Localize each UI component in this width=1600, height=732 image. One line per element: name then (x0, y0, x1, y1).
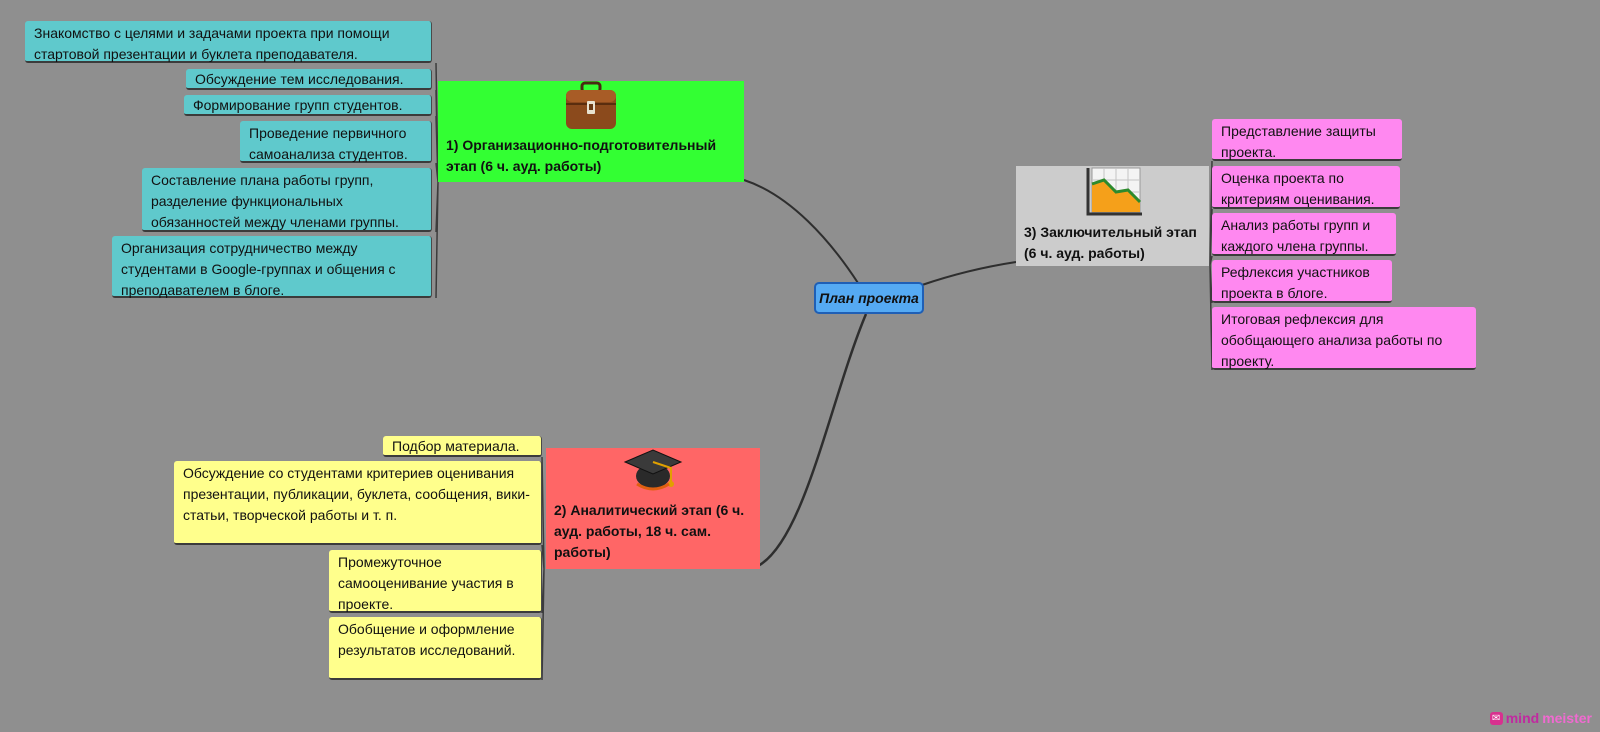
stage1-node[interactable]: 1) Организационно-подготовительный этап … (438, 81, 744, 182)
stage2-child-4[interactable]: Обобщение и оформление результатов иссле… (329, 617, 542, 680)
stage3-child-2[interactable]: Оценка проекта по критериям оценивания. (1212, 166, 1400, 209)
stage1-child-2[interactable]: Обсуждение тем исследования. (186, 69, 432, 90)
stage1-child-6[interactable]: Организация сотрудничество между студент… (112, 236, 432, 298)
area-chart-icon (1086, 167, 1142, 216)
link-center-stage1 (743, 179, 859, 284)
stage3-child-5[interactable]: Итоговая рефлексия для обобщающего анали… (1212, 307, 1476, 370)
stage1-child-3[interactable]: Формирование групп студентов. (184, 95, 432, 116)
stage3-child-4[interactable]: Рефлексия участников проекта в блоге. (1212, 260, 1392, 303)
logo-text-mind: mind (1505, 710, 1540, 726)
link-center-stage2 (757, 313, 868, 568)
stage2-title: 2) Аналитический этап (6 ч. ауд. работы,… (554, 502, 745, 560)
stage3-node[interactable]: 3) Заключительный этап (6 ч. ауд. работы… (1016, 166, 1209, 266)
link-stage2-children (541, 456, 545, 681)
stage1-child-4[interactable]: Проведение первичного самоанализа студен… (240, 121, 432, 163)
stage2-child-1[interactable]: Подбор материала. (383, 436, 542, 457)
link-stage1-children (435, 62, 439, 299)
graduation-cap-icon (623, 449, 683, 491)
stage3-child-1[interactable]: Представление защиты проекта. (1212, 119, 1402, 161)
stage2-node[interactable]: 2) Аналитический этап (6 ч. ауд. работы,… (546, 448, 760, 569)
link-center-stage3 (921, 261, 1017, 286)
stage1-title: 1) Организационно-подготовительный этап … (446, 137, 717, 174)
briefcase-icon (566, 81, 616, 129)
logo-mark-icon: ✉ (1489, 711, 1503, 725)
logo-text-meister: meister (1542, 710, 1592, 726)
central-topic[interactable]: План проекта (814, 282, 924, 314)
stage3-title: 3) Заключительный этап (6 ч. ауд. работы… (1024, 224, 1197, 261)
stage3-child-3[interactable]: Анализ работы групп и каждого члена груп… (1212, 213, 1396, 256)
stage1-child-5[interactable]: Составление плана работы групп, разделен… (142, 168, 432, 232)
stage2-child-3[interactable]: Промежуточное самооценивание участия в п… (329, 550, 542, 613)
stage2-child-2[interactable]: Обсуждение со студентами критериев оцени… (174, 461, 542, 545)
link-stage3-children (1209, 160, 1213, 371)
stage1-child-1[interactable]: Знакомство с целями и задачами проекта п… (25, 21, 432, 63)
